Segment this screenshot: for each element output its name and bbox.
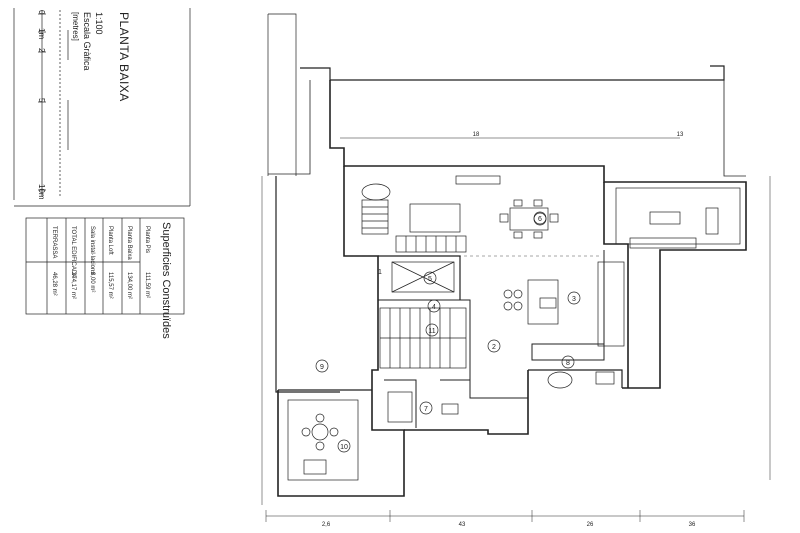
dimension-label: 18 — [473, 132, 480, 138]
room-number: 5 — [428, 276, 432, 283]
room-number: 3 — [572, 296, 576, 303]
room-number: 10 — [340, 444, 348, 451]
dimension-label: 13 — [677, 132, 684, 138]
room-number: 2 — [492, 344, 496, 351]
room-number: 8 — [566, 360, 570, 367]
dimension-label: 36 — [689, 522, 696, 528]
dimension-label: 2,6 — [322, 522, 331, 528]
room-number: 7 — [424, 406, 428, 413]
room-number: 4 — [432, 304, 436, 311]
room-number: 9 — [320, 364, 324, 371]
dimension-label: 43 — [459, 522, 466, 528]
room-number: 1 — [378, 269, 382, 276]
room-number: 11 — [428, 328, 435, 335]
room-number: 6 — [538, 216, 542, 223]
dimension-label: 26 — [587, 522, 594, 528]
